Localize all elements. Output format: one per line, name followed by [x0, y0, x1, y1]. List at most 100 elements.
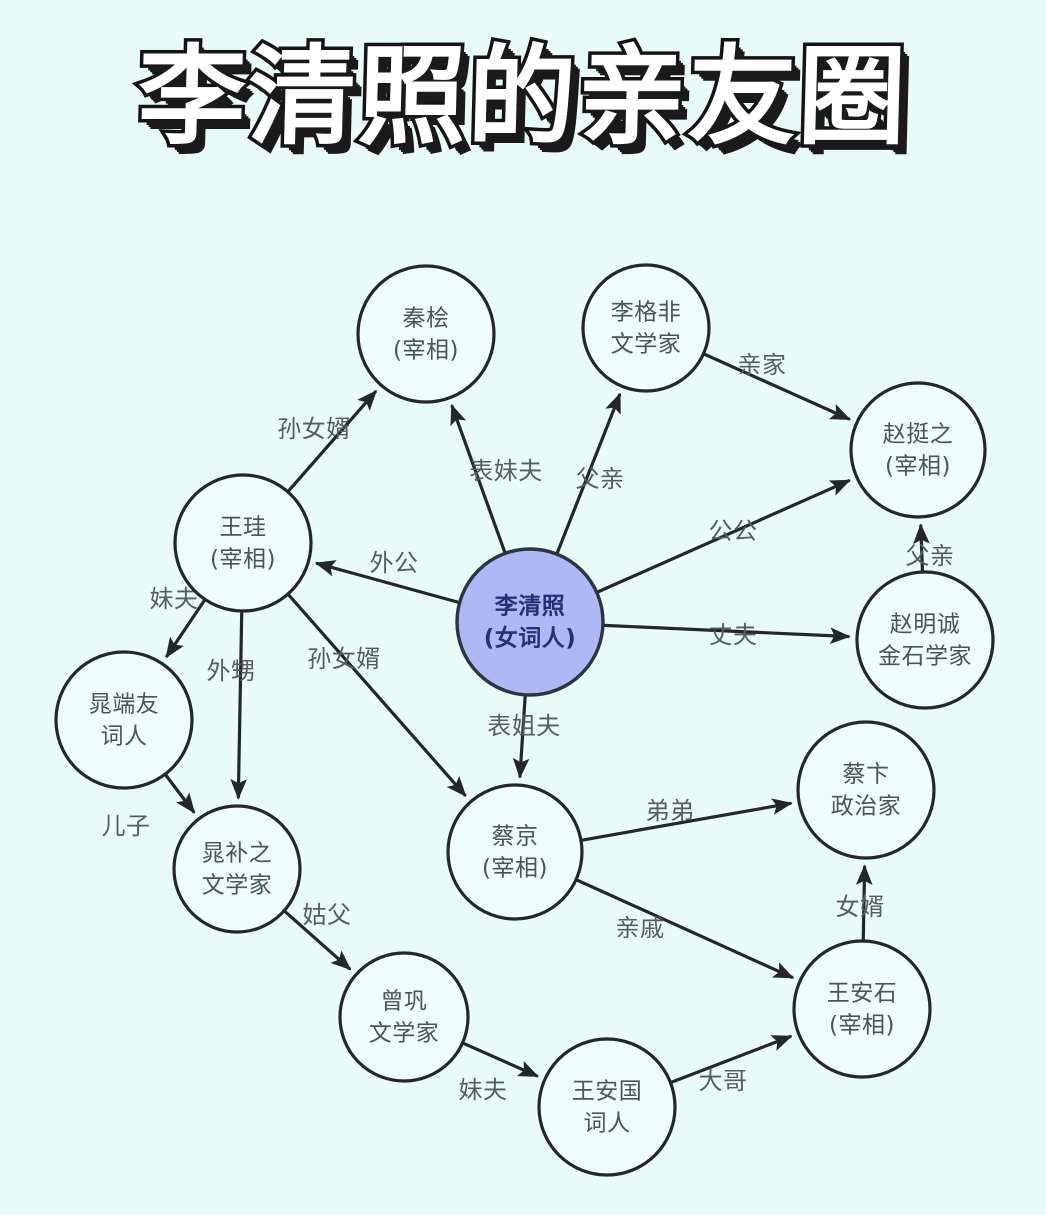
- node-name: 王安国: [572, 1079, 643, 1105]
- edge-label: 外甥: [207, 657, 256, 685]
- edge-label: 妹夫: [150, 585, 199, 613]
- edge-label: 公公: [709, 517, 758, 545]
- edge: [575, 878, 795, 979]
- node-name: 蔡卞: [843, 762, 890, 788]
- edge-line: [602, 623, 851, 644]
- node-role: 文学家: [202, 873, 273, 899]
- edge-line: [286, 390, 377, 493]
- edge-line: [314, 560, 461, 604]
- node-circle[interactable]: [455, 547, 605, 697]
- edge: [555, 392, 622, 555]
- graph-node[interactable]: 李清照 (女词人): [455, 547, 605, 697]
- edge-label: 丈夫: [709, 621, 758, 649]
- edge-line: [512, 694, 530, 779]
- node-name: 晁端友: [89, 692, 160, 718]
- node-role: (宰相): [210, 547, 276, 573]
- node-role: 词人: [584, 1111, 631, 1137]
- edge-labels-layer: 孙女婿表妹夫父亲亲家公公父亲外公丈夫妹夫外甥孙女婿表姐夫儿子弟弟亲戚女婿姑父妹夫…: [102, 351, 955, 1104]
- edge-line: [283, 909, 352, 971]
- edge-label: 妹夫: [459, 1076, 508, 1104]
- edge: [855, 864, 873, 942]
- edge-line: [913, 523, 930, 573]
- node-role: (宰相): [393, 338, 459, 364]
- node-role: (宰相): [482, 856, 548, 882]
- edge-label: 孙女婿: [277, 415, 351, 443]
- edge: [283, 909, 352, 971]
- node-circle[interactable]: [446, 783, 584, 921]
- edge-label: 表姐夫: [487, 712, 561, 740]
- node-role: 金石学家: [878, 644, 972, 670]
- edge-label: 姑父: [303, 901, 352, 929]
- edge-line: [702, 352, 851, 421]
- node-circle[interactable]: [338, 951, 470, 1083]
- edge: [913, 523, 930, 573]
- edge: [230, 610, 247, 800]
- node-circle[interactable]: [855, 570, 995, 710]
- graph-node[interactable]: 蔡京(宰相): [446, 783, 584, 921]
- node-circle[interactable]: [173, 473, 313, 613]
- node-circle[interactable]: [792, 939, 932, 1079]
- node-circle[interactable]: [356, 264, 496, 404]
- node-role: 文学家: [611, 332, 682, 358]
- graph-node[interactable]: 秦桧 (宰相): [356, 264, 496, 404]
- edge-line: [575, 878, 795, 979]
- edge: [165, 598, 207, 659]
- node-circle[interactable]: [581, 263, 711, 393]
- edge: [602, 623, 851, 644]
- node-circle[interactable]: [537, 1037, 677, 1177]
- node-name: 秦桧: [403, 306, 450, 332]
- node-role: (宰相): [885, 454, 951, 480]
- edge-label: 父亲: [906, 542, 955, 570]
- node-circle[interactable]: [54, 650, 194, 790]
- edge-line: [450, 404, 507, 554]
- edge-label: 亲家: [738, 351, 787, 379]
- edge-label: 亲戚: [616, 914, 665, 942]
- edge-line: [230, 610, 247, 800]
- edge-label: 大哥: [699, 1067, 748, 1095]
- node-role: (女词人): [484, 625, 577, 652]
- graph-node[interactable]: 王安石(宰相): [792, 939, 932, 1079]
- node-name: 王珪: [220, 515, 267, 541]
- node-circle[interactable]: [849, 381, 987, 519]
- edge-label: 孙女婿: [307, 645, 381, 673]
- edge: [314, 560, 461, 604]
- node-circle[interactable]: [172, 804, 302, 934]
- edge: [702, 352, 851, 421]
- edges-layer: [164, 352, 930, 1084]
- edge-line: [596, 479, 851, 594]
- edge-label: 外公: [370, 549, 419, 577]
- edge-label: 表妹夫: [469, 457, 543, 485]
- edge: [512, 694, 530, 779]
- node-name: 晁补之: [202, 841, 273, 867]
- edge-line: [669, 1035, 793, 1084]
- edge-label: 儿子: [102, 812, 151, 840]
- edge-line: [580, 798, 793, 842]
- node-name: 王安石: [827, 981, 898, 1007]
- graph-node[interactable]: 赵挺之 (宰相): [849, 381, 987, 519]
- edge: [596, 479, 851, 594]
- edge: [461, 1041, 539, 1078]
- edge: [450, 404, 507, 554]
- edge: [286, 390, 377, 493]
- node-name: 李清照: [495, 594, 566, 620]
- edge: [164, 773, 196, 814]
- node-name: 赵挺之: [883, 422, 954, 448]
- node-name: 曾巩: [381, 989, 428, 1015]
- edge: [286, 593, 467, 797]
- graph-node[interactable]: 王珪 (宰相): [173, 473, 313, 613]
- node-circle[interactable]: [796, 720, 936, 860]
- edge-line: [461, 1041, 539, 1078]
- edge-line: [164, 773, 196, 814]
- node-role: 词人: [101, 724, 148, 750]
- edge-label: 女婿: [836, 893, 885, 921]
